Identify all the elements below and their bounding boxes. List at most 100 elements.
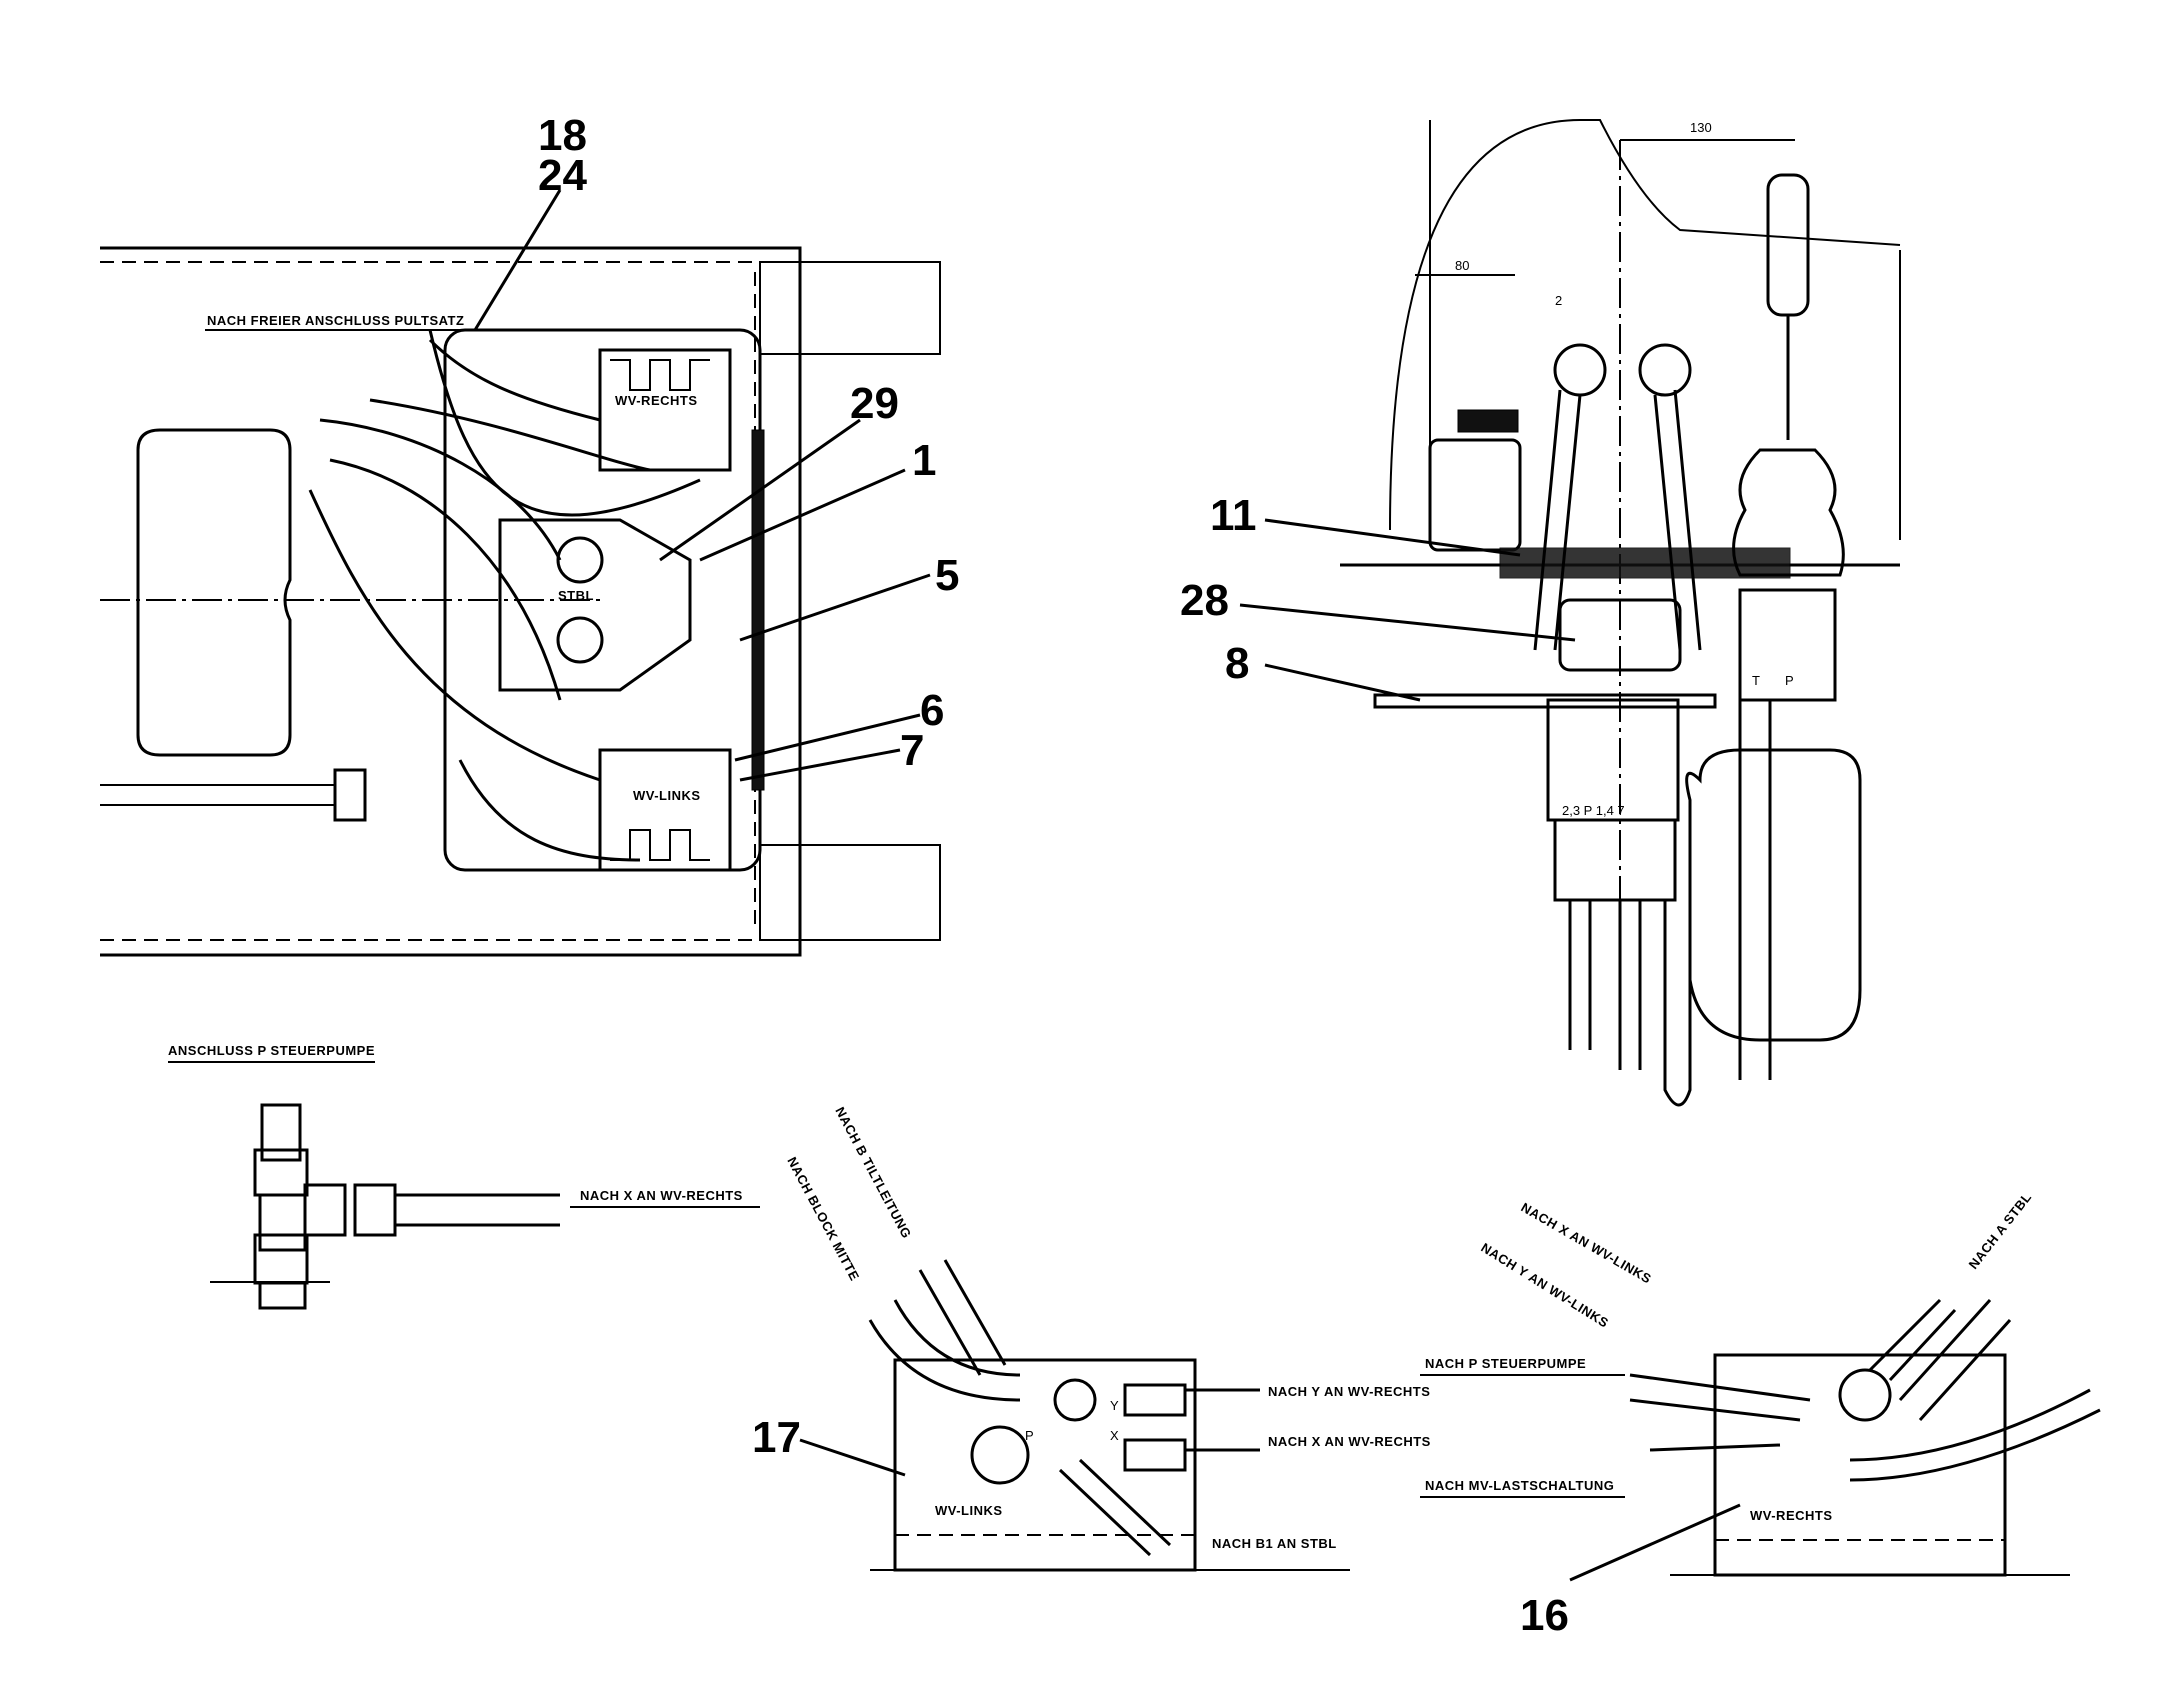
leader-6 <box>734 713 921 762</box>
joystick-grip <box>1766 173 1810 317</box>
valve-wv-links-sections <box>610 829 710 861</box>
dim-130: 130 <box>1690 120 1712 135</box>
stbl-port-lower <box>556 616 604 664</box>
frame-outline <box>100 246 802 957</box>
valve-wv-links <box>598 748 732 872</box>
rail-bottom <box>759 844 941 941</box>
block-rechts-hose-mv <box>1649 1443 1781 1452</box>
lever-left <box>1533 389 1582 651</box>
dim-2: 2 <box>1555 293 1562 308</box>
stbl-block <box>498 518 692 692</box>
block-links-port-y <box>1053 1378 1097 1422</box>
deck-strip <box>1499 547 1791 579</box>
side-view: 130 80 2 T P 2,3 P 1,4 7 <box>1180 119 1901 1107</box>
block-wv-rechts: WV-RECHTS NACH X AN WV-LINKS NACH Y AN W… <box>1420 1190 2101 1640</box>
stbl-port-upper <box>556 536 604 584</box>
block-rechts-hose-a <box>1898 1298 2012 1422</box>
tee-note-x-rechts: NACH X AN WV-RECHTS <box>580 1188 743 1203</box>
mount-plate <box>1373 693 1717 709</box>
callout-17: 17 <box>752 1413 801 1462</box>
leader-5 <box>739 573 931 642</box>
callout-1: 1 <box>912 436 936 485</box>
rail-top <box>759 261 941 355</box>
hose-4 <box>369 398 651 472</box>
pilot-valve-body <box>1546 698 1680 822</box>
tee-nut-bottom <box>253 1233 309 1285</box>
block-rechts-hose-x <box>1629 1373 1811 1422</box>
hose-down-2 <box>1618 900 1642 1070</box>
block-rechts-port-a <box>1838 1368 1892 1422</box>
hose-7 <box>458 759 641 862</box>
dim-80: 80 <box>1455 258 1469 273</box>
hose-1 <box>319 418 562 561</box>
block-links-hose-mitte <box>868 1299 1021 1402</box>
note-pultsatz: NACH FREIER ANSCHLUSS PULTSATZ <box>207 313 464 328</box>
leader-7 <box>739 748 901 782</box>
joystick-base <box>1738 588 1837 702</box>
note-a-stbl: NACH A STBL <box>1966 1190 2035 1272</box>
note-x-rechts-2: NACH X AN WV-RECHTS <box>1268 1434 1431 1449</box>
tee-side-nut-2 <box>353 1183 397 1237</box>
hose-2 <box>329 458 562 701</box>
callout-6: 6 <box>920 686 944 735</box>
note-p-pumpe: NACH P STEUERPUMPE <box>1425 1356 1586 1371</box>
block-rechts-hose-y <box>1868 1298 1957 1382</box>
lever-housing <box>1558 598 1682 672</box>
port-t: T <box>1752 673 1760 688</box>
hose-down-4 <box>1738 700 1772 1080</box>
block-links-hose-b1 <box>1058 1458 1172 1557</box>
joystick-boot <box>1732 448 1845 577</box>
loop-hose <box>1685 748 1862 1042</box>
leader-1 <box>699 468 906 562</box>
leader-8 <box>1264 663 1421 702</box>
block-links-body <box>893 1358 1197 1572</box>
frame-cutout <box>136 428 292 757</box>
fitting-bank <box>1553 818 1677 902</box>
port-p: P <box>1785 673 1794 688</box>
block-links-label-y: Y <box>1110 1398 1119 1413</box>
plan-view: WV-RECHTS STBL WV-LINKS NACH FREIER ANSC… <box>100 111 959 957</box>
leader-28 <box>1239 603 1576 642</box>
callout-8: 8 <box>1225 639 1249 688</box>
ports-bottom: 2,3 P 1,4 7 <box>1562 803 1625 818</box>
note-block-mitte: NACH BLOCK MITTE <box>784 1154 862 1283</box>
note-mv-last: NACH MV-LASTSCHALTUNG <box>1425 1478 1614 1493</box>
tee-top-pipe <box>260 1103 302 1162</box>
lever-right <box>1653 389 1702 651</box>
callout-7: 7 <box>900 726 924 775</box>
block-rechts-label: WV-RECHTS <box>1750 1508 1833 1523</box>
tee-bottom-nut <box>258 1281 307 1310</box>
cab-contour <box>1389 119 1901 531</box>
tee-heading: ANSCHLUSS P STEUERPUMPE <box>168 1043 375 1058</box>
callout-18: 18 <box>538 111 587 160</box>
hose-6 <box>428 329 701 517</box>
note-y-rechts: NACH Y AN WV-RECHTS <box>1268 1384 1430 1399</box>
note-tiltleitung: NACH B TILTLEITUNG <box>832 1104 914 1241</box>
lever-knob-left <box>1553 343 1607 397</box>
leader-16 <box>1569 1503 1741 1582</box>
block-links-label-p: P <box>1025 1428 1034 1443</box>
hose-3 <box>308 489 601 782</box>
valve-wv-rechts-sections <box>610 359 710 391</box>
leader-18-24 <box>473 189 562 331</box>
block-links-label-x: X <box>1110 1428 1119 1443</box>
hose-5 <box>428 338 601 422</box>
callout-29: 29 <box>850 379 899 428</box>
label-wv-rechts: WV-RECHTS <box>615 393 698 408</box>
tee-detail: ANSCHLUSS P STEUERPUMPE NACH X AN WV-REC… <box>168 1043 760 1310</box>
tee-side-nut-1 <box>303 1183 347 1237</box>
leader-11 <box>1264 518 1521 557</box>
frame-fitting <box>333 768 367 822</box>
console-pad <box>1457 409 1519 433</box>
valve-wv-rechts <box>598 348 732 472</box>
note-b1-stbl: NACH B1 AN STBL <box>1212 1536 1337 1551</box>
leader-17 <box>799 1438 906 1477</box>
callout-5: 5 <box>935 551 959 600</box>
block-links-hose-tilt <box>918 1259 1007 1376</box>
side-bolt-strip <box>751 429 765 791</box>
label-stbl: STBL <box>558 588 594 603</box>
leader-29 <box>659 418 861 562</box>
callout-24: 24 <box>538 151 587 200</box>
hose-down-1 <box>1568 900 1592 1050</box>
